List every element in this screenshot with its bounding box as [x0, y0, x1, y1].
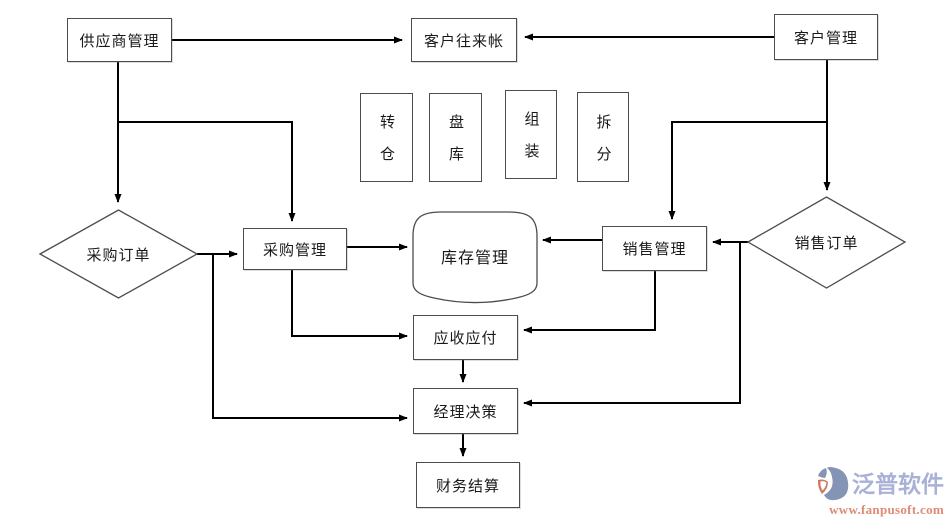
- edge-purchase-mgmt-to-recv: [291, 270, 408, 340]
- node-label: 经理决策: [433, 404, 498, 421]
- watermark-url-text: www.fanpusoft.com: [829, 502, 944, 517]
- node-label: 采购管理: [262, 242, 327, 259]
- node-customer-management: 客户管理: [774, 14, 878, 60]
- node-inventory-shape: [412, 211, 538, 304]
- node-assemble: 组装: [505, 90, 557, 179]
- edge-sales-order-to-decision: [523, 242, 741, 407]
- watermark: 泛普软件 www.fanpusoft.com: [814, 467, 944, 516]
- node-receivable-payable: 应收应付: [413, 315, 518, 360]
- node-label: 客户往来帐: [423, 33, 504, 50]
- node-label: 转仓: [378, 114, 394, 178]
- node-inventory-management-label: 库存管理: [413, 246, 537, 267]
- node-purchase-order-shape: [38, 209, 199, 299]
- node-label: 销售管理: [622, 242, 687, 258]
- node-label: 销售订单: [794, 235, 859, 252]
- node-label: 财务结算: [435, 478, 500, 495]
- node-label: 组装: [522, 111, 539, 175]
- node-manager-decision: 经理决策: [413, 388, 518, 434]
- edge-sales-mgmt-to-recv: [523, 271, 656, 334]
- node-purchase-management: 采购管理: [243, 228, 347, 270]
- node-sales-order-label: 销售订单: [766, 232, 887, 252]
- node-label: 客户管理: [793, 30, 858, 47]
- node-transfer-warehouse: 转仓: [360, 93, 413, 182]
- edge-customer-to-sales-mgmt: [668, 121, 827, 220]
- node-split: 拆分: [577, 92, 629, 182]
- node-supplier-management: 供应商管理: [67, 18, 172, 62]
- node-label: 应收应付: [433, 331, 498, 347]
- edge-purchase-order-to-decision: [212, 254, 408, 422]
- node-customer-account: 客户往来帐: [411, 18, 517, 62]
- node-label: 库存管理: [440, 250, 509, 267]
- watermark-brand-text: 泛普软件: [852, 471, 944, 497]
- node-sales-order-shape: [746, 196, 907, 289]
- node-label: 供应商管理: [79, 33, 160, 50]
- edge-supplier-to-purchase-mgmt: [118, 121, 296, 222]
- node-stocktake: 盘库: [429, 93, 482, 182]
- node-label: 采购订单: [86, 247, 151, 264]
- fanpu-logo-icon: [817, 467, 849, 501]
- node-label: 盘库: [447, 114, 463, 178]
- node-label: 拆分: [594, 113, 611, 178]
- node-sales-management: 销售管理: [602, 226, 707, 271]
- node-purchase-order-label: 采购订单: [58, 244, 179, 264]
- node-financial-settlement: 财务结算: [416, 462, 520, 508]
